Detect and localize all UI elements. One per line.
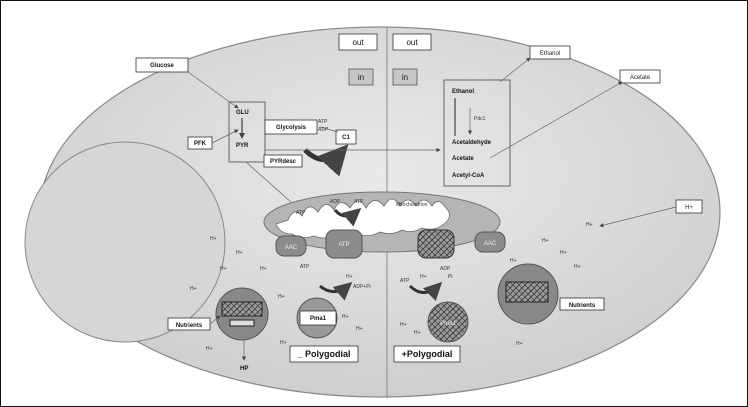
mito-adp: ADP [330,199,341,205]
adp-right: ADP [440,266,451,272]
c1-link [319,126,339,133]
pyrdesc-label: PYRdesc [270,159,297,165]
glycolysis-label: Glycolysis [276,125,307,131]
h-left-1: H+ [346,274,353,280]
acetate-out-arrow [489,81,623,159]
in-left-label: in [358,73,364,82]
mitochondrion-label: Mitochondrion [396,202,428,208]
h-scatter-5: H+ [190,286,197,292]
right-curved-arrow [408,281,443,301]
glycolysis-label-box [264,119,318,135]
pyr-label: PYR [236,143,249,149]
h-scatter-1: H+ [210,236,217,242]
pma1-left-label: Pma1 [310,316,327,322]
pathway-acetyl-coa: Acetyl-CoA [452,173,485,179]
adp-glycolysis: ADP [318,127,329,133]
pyrdesc-curved-arrow [303,144,349,177]
pfk-arrow [211,129,239,144]
h-scatter-6: H+ [278,294,285,300]
acetate-out-box [619,69,661,84]
h-out-label: H+ [685,205,693,211]
pathway-acetate: Acetate [452,156,474,162]
in-right-label: in [402,73,408,82]
adp-pi-left: ADP+Pi [353,284,371,290]
out-left-label: out [352,38,364,47]
c1-label: C1 [342,135,350,141]
nutrients-right-label: Nutrients [569,303,596,309]
h-scatter-2: H+ [236,250,243,256]
atp-left-1: ATP [300,264,310,270]
h-scatter-8: H+ [280,340,287,346]
acetate-out-label: Acetate [630,75,651,81]
pma1-left-box [299,310,337,326]
aac-left [275,235,307,257]
nutrient-transporter-left-core [221,301,263,317]
atp-synthase-inhibited [417,229,455,259]
h-out-arrow [599,206,677,228]
h-scatter-14: H+ [560,250,567,256]
h-scatter-12: H+ [414,330,421,336]
ethanol-out-arrow [499,57,531,83]
atp-synthase-label: ATP [338,242,349,248]
glucose-box [135,57,189,73]
hp-label: HP [240,366,248,372]
in-right-box [392,68,418,86]
h-scatter-15: H+ [574,264,581,270]
h-scatter-9: H+ [342,314,349,320]
atp-glycolysis: ATP [318,119,328,125]
out-right-box [392,33,432,51]
mito-atp: ATP [354,199,364,205]
out-left-box [338,33,378,51]
pma1-right [427,301,469,343]
h-scatter-13: H+ [542,238,549,244]
h-right-bottom: H+ [516,341,523,347]
aac-right [474,231,506,253]
h-scatter-17: H+ [420,274,427,280]
minus-polygodial-label: _ Polygodial [296,349,350,359]
minus-polygodial-box [289,345,359,363]
left-curved-arrow [319,282,353,301]
plus-polygodial-box [393,345,461,363]
out-right-label: out [406,38,418,47]
mito-atp-2: ATP [296,210,306,216]
h-scatter-3: H+ [220,266,227,272]
in-left-box [348,68,374,86]
c1-box [335,129,357,145]
mito-curved-arrow [333,208,362,227]
pdc-label: Pdc1 [474,116,486,122]
pyr-to-mito-arrow [245,161,301,211]
bud-circle [24,141,226,343]
nutrient-transporter-right-core [505,281,549,303]
glu-label: GLU [236,110,249,116]
pathway-ethanol: Ethanol [452,89,474,95]
h-out-box [675,199,703,214]
ethanol-out-label: Ethanol [540,51,560,57]
nutrient-transporter-left-bar [229,319,255,327]
h-scatter-4: H+ [260,266,267,272]
aac-left-label: AAC [285,245,298,251]
ethanol-out-box [529,45,571,60]
h-scatter-16: H+ [586,222,593,228]
nutrients-right-box [559,297,605,311]
pathway-acetaldehyde: Acetaldehyde [452,140,492,146]
pi-right: Pi [448,274,452,280]
h-scatter-11: H+ [400,322,407,328]
h-scatter-18: H+ [510,258,517,264]
plus-polygodial-label: +Polygodial [402,349,453,359]
atp-synthase [325,229,363,259]
pyrdesc-box [263,154,303,168]
pma1-right-label: Pma1 [440,321,456,327]
atp-right: ATP [400,278,410,284]
glucose-label: Glucose [150,63,174,69]
h-scatter-10: H+ [356,326,363,332]
nutrients-left-label: Nutrients [176,323,203,329]
aac-right-label: AAC [484,241,497,247]
pfk-label: PFK [194,141,207,147]
ethanol-pathway-box [443,79,511,187]
nutrients-left-arrow [209,315,221,325]
h-scatter-7: H+ [206,346,213,352]
